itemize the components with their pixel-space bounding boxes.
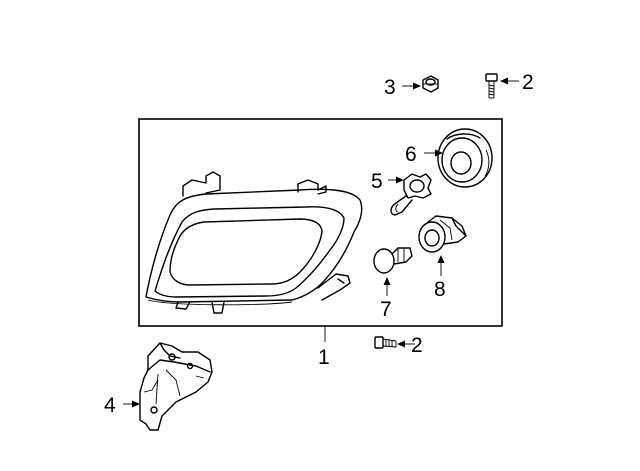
assembly-frame: [138, 118, 503, 327]
bolt-icon-bottom: [374, 336, 397, 349]
bolt-icon-top: [485, 73, 498, 99]
leader-arrow-bolt-bottom: [397, 340, 415, 348]
headlamp-assembly-icon: [145, 171, 363, 314]
callout-turn-bulb: 7: [380, 298, 392, 321]
turn-signal-bulb-icon: [373, 247, 413, 274]
leader-arrow-bracket: [123, 400, 140, 408]
leader-arrow-bulb: [388, 176, 404, 184]
callout-nut: 3: [384, 76, 396, 99]
callout-bolt-top: 2: [522, 71, 534, 94]
bulb-socket-icon: [418, 215, 467, 253]
bulb-cover-cap-icon: [437, 128, 493, 188]
callout-bolt-bottom: 2: [411, 334, 423, 357]
leader-arrow-socket: [437, 255, 445, 276]
leader-arrow-cap: [424, 149, 443, 157]
callout-assembly: 1: [318, 346, 330, 369]
callout-bulb: 5: [371, 170, 383, 193]
leader-arrow-nut: [402, 82, 421, 90]
callout-bracket: 4: [104, 394, 116, 417]
callout-cap: 6: [405, 143, 417, 166]
leader-arrow-bolt-top: [500, 77, 519, 85]
leader-arrow-turn-bulb: [383, 277, 391, 296]
callout-socket: 8: [434, 278, 446, 301]
nut-icon: [422, 75, 439, 93]
bracket-icon: [139, 342, 213, 431]
headlamp-bulb-icon: [390, 173, 432, 216]
